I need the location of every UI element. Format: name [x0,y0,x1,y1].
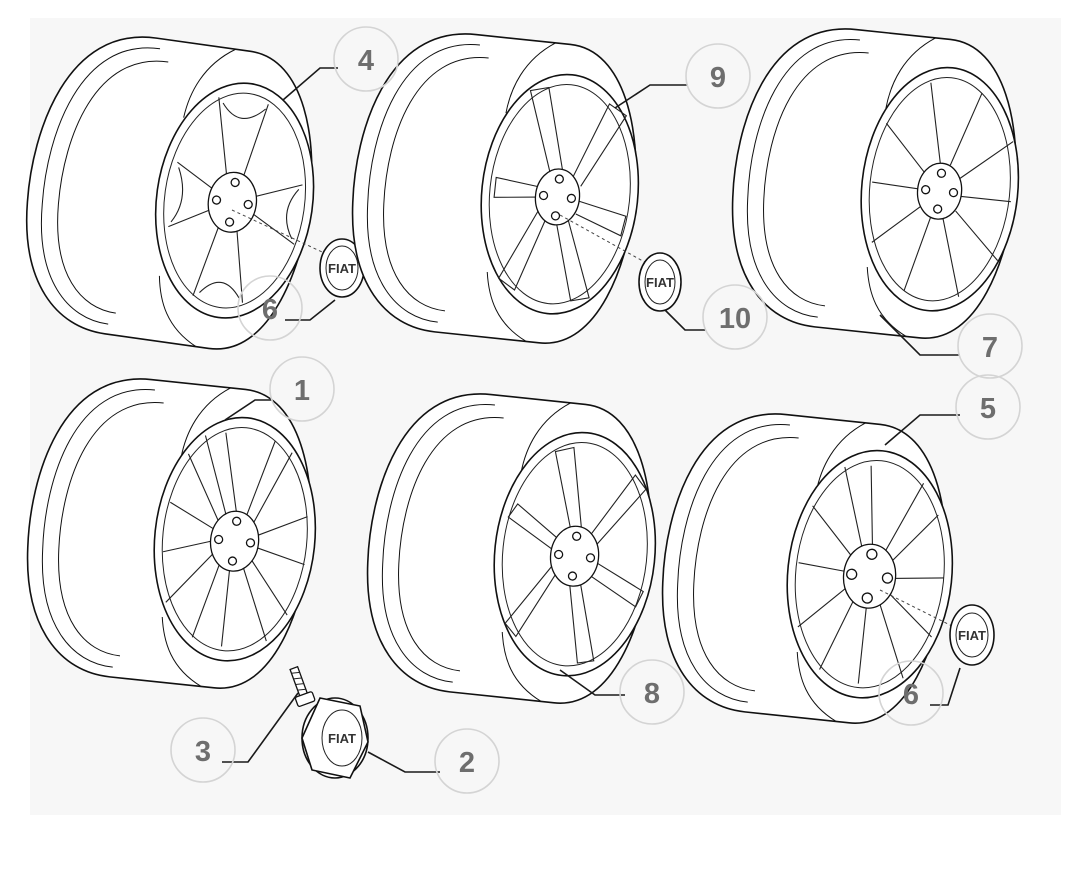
wheel-9 [338,22,651,352]
leader-5 [884,414,960,446]
callout-4: 4 [333,26,399,92]
center-cap-6b: FIAT [949,604,995,666]
svg-text:8: 8 [644,678,660,710]
axis-line-4 [231,209,336,259]
callout-10: 10 [702,284,768,350]
callout-3: 3 [170,717,236,783]
svg-text:9: 9 [710,62,726,94]
center-cap-10: FIAT [638,252,682,312]
fiat-emblem-text: FIAT [646,275,674,290]
callout-8: 8 [619,659,685,725]
center-cap-6a: FIAT [319,238,365,298]
leader-3 [222,692,299,763]
svg-text:3: 3 [195,736,211,768]
fiat-emblem-text: FIAT [958,628,986,643]
svg-text:1: 1 [294,375,310,407]
svg-text:7: 7 [982,332,998,364]
axis-line-5 [879,589,961,631]
leader-10 [664,309,705,331]
wheel-1 [13,367,326,697]
callout-5: 5 [955,374,1021,440]
callout-9: 9 [685,43,751,109]
fiat-emblem-text: FIAT [328,731,356,746]
svg-text:4: 4 [358,45,374,77]
leader-1 [224,399,272,421]
callout-1: 1 [269,356,335,422]
leader-7 [879,314,960,356]
wheel-bolt-3 [289,665,316,707]
leader-6a [285,299,336,321]
wheel-8 [353,382,666,712]
wheel-4 [9,22,331,361]
callout-7: 7 [957,313,1023,379]
svg-text:6: 6 [262,294,278,326]
leader-9 [614,84,688,109]
wheel-5 [648,402,961,732]
svg-text:6: 6 [903,679,919,711]
fiat-emblem-text: FIAT [328,261,356,276]
leader-8 [559,669,625,696]
svg-text:5: 5 [980,393,996,425]
leader-6b [930,667,961,706]
axis-line-9 [559,214,651,266]
leader-2 [367,751,440,773]
leader-4 [282,67,338,101]
center-cap-2: FIAT [301,697,369,779]
svg-text:10: 10 [719,303,751,335]
callout-6a: 6 [237,275,303,341]
wheel-7 [718,17,1031,347]
svg-text:2: 2 [459,747,475,779]
callout-2: 2 [434,728,500,794]
callout-6b: 6 [878,660,944,726]
